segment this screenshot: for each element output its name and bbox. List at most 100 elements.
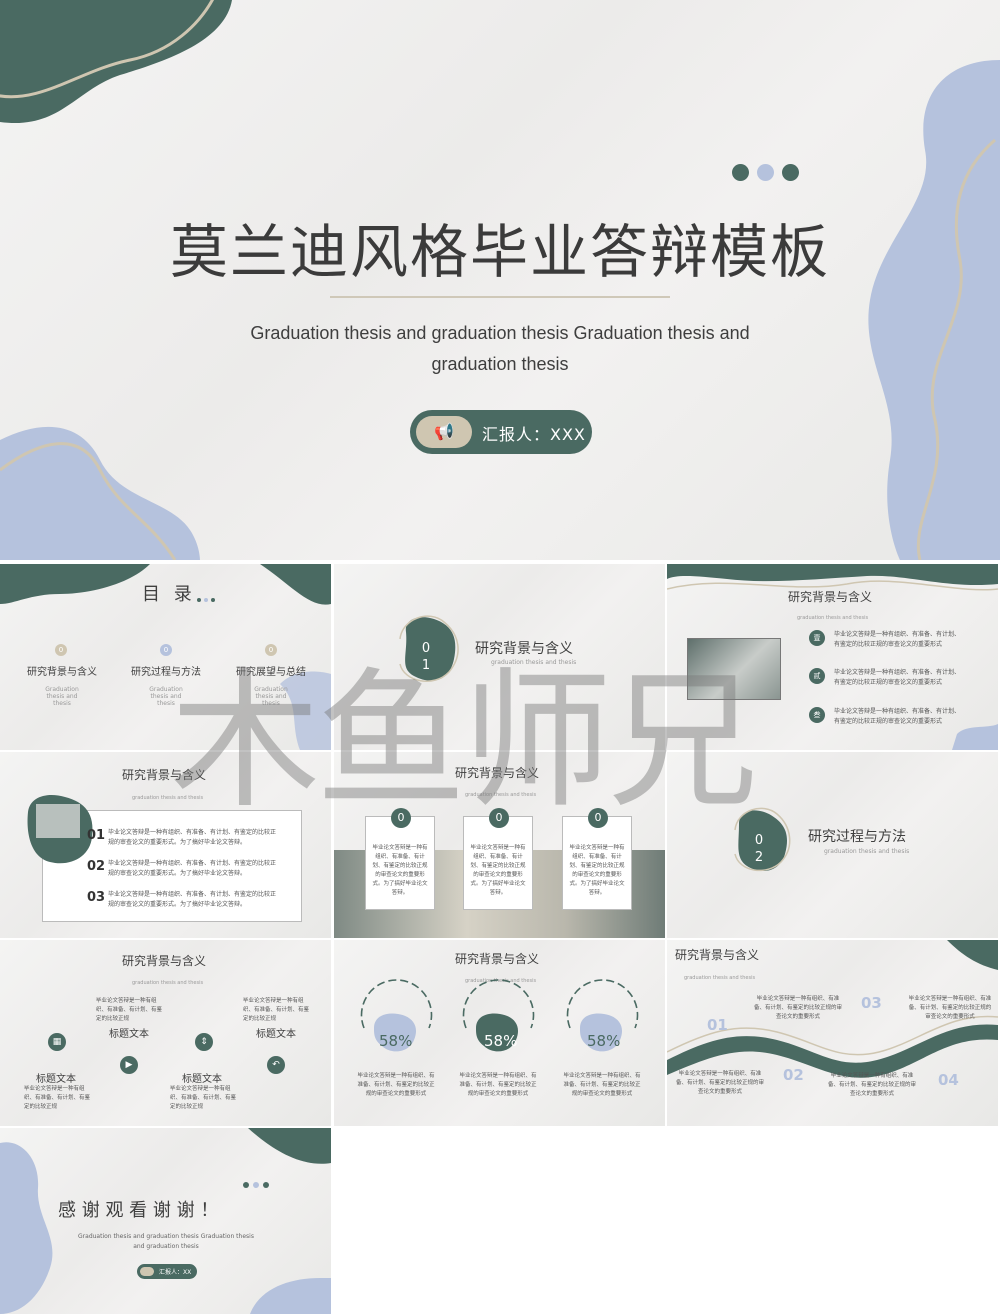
toc-sub-3: Graduation thesis and thesis: [254, 686, 288, 707]
presenter-label: 汇报人：XXX: [482, 425, 586, 444]
cover-title: 莫兰迪风格毕业答辩模板: [169, 218, 830, 286]
percent-3: 58%: [587, 1032, 621, 1050]
timeline-num-3: 03: [861, 994, 882, 1012]
top-text-2: 毕业论文答辩是一种有组织、有准备、有计划、有鉴定的比较正规: [243, 998, 310, 1022]
percent-2: 58%: [484, 1032, 518, 1050]
toc-item-1[interactable]: 研究背景与含义: [27, 667, 97, 678]
updown-icon: ⇕: [195, 1033, 213, 1051]
decor-shapes: [0, 564, 331, 750]
item-text-2: 毕业论文答辩是一种有组织、有准备、有计划、有鉴定的比较正规的审查论文的重要形式: [834, 669, 961, 686]
slide-subtitle: graduation thesis and thesis: [132, 795, 204, 801]
decor-shapes: [667, 564, 998, 750]
slide-background-3[interactable]: 研究背景与含义 graduation thesis and thesis 0 毕…: [334, 752, 665, 938]
slide-background-2[interactable]: 研究背景与含义 graduation thesis and thesis 01 …: [0, 752, 331, 938]
section-subtitle: graduation thesis and thesis: [491, 659, 577, 666]
section-number: 0 1: [421, 641, 431, 673]
grid-icon: ▦: [48, 1033, 66, 1051]
slide-background-1[interactable]: 研究背景与含义 graduation thesis and thesis 壹 毕…: [667, 564, 998, 750]
slide-section-2[interactable]: 0 2 研究过程与方法 graduation thesis and thesis: [667, 752, 998, 938]
photo-placeholder: [687, 638, 781, 700]
wave-timeline: [667, 940, 998, 1078]
cover-slide: 莫兰迪风格毕业答辩模板 Graduation thesis and gradua…: [0, 0, 1000, 560]
slide-subtitle: graduation thesis and thesis: [797, 615, 869, 621]
decor-dots: [197, 598, 215, 602]
top-title-2: 标题文本: [256, 1029, 296, 1040]
toc-num-2: 0: [160, 644, 172, 656]
item-number-1: 01: [87, 828, 106, 843]
bottom-title-2: 标题文本: [182, 1074, 222, 1085]
toc-num-1: 0: [55, 644, 67, 656]
toc-sub-1: Graduation thesis and thesis: [45, 686, 79, 707]
slide-toc[interactable]: 目 录 0 研究背景与含义 Graduation thesis and thes…: [0, 564, 331, 750]
decor-shapes: [0, 1128, 331, 1314]
info-card-3: [562, 816, 632, 910]
percent-text-2: 毕业论文答辩是一种有组织、有准备、有计划、有鉴定的比较正规的审查论文的重要形式: [459, 1073, 537, 1097]
percent-text-3: 毕业论文答辩是一种有组织、有准备、有计划、有鉴定的比较正规的审查论文的重要形式: [563, 1073, 641, 1097]
slide-title: 研究背景与含义: [675, 948, 760, 962]
slide-subtitle: graduation thesis and thesis: [684, 975, 756, 981]
slide-title: 研究背景与含义: [788, 590, 873, 604]
decor-dots: [243, 1182, 269, 1188]
percent-text-1: 毕业论文答辩是一种有组织、有准备、有计划、有鉴定的比较正规的审查论文的重要形式: [357, 1073, 435, 1097]
badge-1: 壹: [809, 630, 825, 646]
badge-3: 叁: [809, 707, 825, 723]
timeline-text-1: 毕业论文答辩是一种有组织、有准备、有计划、有鉴定的比较正规的审查论文的重要形式: [675, 1071, 764, 1095]
card-number-1: 0: [391, 808, 411, 828]
slide-timeline[interactable]: 研究背景与含义 graduation thesis and thesis 01 …: [667, 940, 998, 1126]
presenter-pill: 汇报人：XX: [137, 1264, 197, 1279]
badge-2: 贰: [809, 668, 825, 684]
bottom-title-1: 标题文本: [36, 1074, 76, 1085]
bottom-text-1: 毕业论文答辩是一种有组织、有准备、有计划、有鉴定的比较正规: [24, 1086, 91, 1110]
section-blob: [734, 807, 791, 872]
megaphone-icon: 📢: [416, 416, 472, 448]
toc-num-3: 0: [265, 644, 277, 656]
timeline-num-2: 02: [783, 1066, 804, 1084]
toc-item-3[interactable]: 研究展望与总结: [236, 667, 306, 678]
section-subtitle: graduation thesis and thesis: [824, 848, 910, 855]
toc-sub-2: Graduation thesis and thesis: [149, 686, 183, 707]
thanks-subtitle: Graduation thesis and graduation thesis …: [78, 1233, 254, 1250]
section-title: 研究背景与含义: [475, 641, 573, 657]
undo-icon: ↶: [267, 1056, 285, 1074]
card-text-1: 毕业论文答辩是一种有组织、有准备、有计划、有鉴定的比较正规的审查论文的重要形式。…: [372, 845, 428, 896]
item-text-1: 毕业论文答辩是一种有组织、有准备、有计划、有鉴定的比较正规的审查论文的重要形式: [834, 631, 961, 648]
toc-title: 目 录: [142, 584, 196, 605]
bottom-text-2: 毕业论文答辩是一种有组织、有准备、有计划、有鉴定的比较正规: [170, 1086, 237, 1110]
toc-item-2[interactable]: 研究过程与方法: [131, 667, 201, 678]
item-text-3: 毕业论文答辩是一种有组织、有准备、有计划、有鉴定的比较正规的审查论文的重要形式。…: [108, 891, 277, 908]
item-number-2: 02: [87, 859, 106, 874]
card-text-3: 毕业论文答辩是一种有组织、有准备、有计划、有鉴定的比较正规的审查论文的重要形式。…: [569, 845, 625, 896]
slide-thanks[interactable]: 感 谢 观 看 谢 谢 ！ Graduation thesis and grad…: [0, 1128, 331, 1314]
item-text-2: 毕业论文答辩是一种有组织、有准备、有计划、有鉴定的比较正规的审查论文的重要形式。…: [108, 860, 277, 877]
title-divider: [330, 296, 670, 298]
info-card-2: [463, 816, 533, 910]
slide-subtitle: graduation thesis and thesis: [465, 792, 537, 798]
item-text-1: 毕业论文答辩是一种有组织、有准备、有计划、有鉴定的比较正规的审查论文的重要形式。…: [108, 829, 277, 846]
section-title: 研究过程与方法: [808, 829, 906, 845]
slide-title: 研究背景与含义: [455, 766, 540, 780]
timeline-text-3: 毕业论文答辩是一种有组织、有准备、有计划、有鉴定的比较正规的审查论文的重要形式: [908, 996, 992, 1020]
card-text-2: 毕业论文答辩是一种有组织、有准备、有计划、有鉴定的比较正规的审查论文的重要形式。…: [470, 845, 526, 896]
presenter-label: 汇报人：XX: [159, 1269, 192, 1276]
presenter-pill: 📢 汇报人：XXX: [410, 410, 592, 454]
item-text-3: 毕业论文答辩是一种有组织、有准备、有计划、有鉴定的比较正规的审查论文的重要形式: [834, 708, 961, 725]
slide-process[interactable]: 研究背景与含义 graduation thesis and thesis 毕业论…: [0, 940, 331, 1126]
timeline-num-4: 04: [938, 1071, 959, 1089]
play-icon: ▶: [120, 1056, 138, 1074]
timeline-num-1: 01: [707, 1016, 728, 1034]
timeline-text-2: 毕业论文答辩是一种有组织、有准备、有计划、有鉴定的比较正规的审查论文的重要形式: [753, 996, 842, 1020]
top-text-1: 毕业论文答辩是一种有组织、有准备、有计划、有鉴定的比较正规: [96, 998, 163, 1022]
megaphone-icon: [140, 1267, 154, 1276]
slide-title: 研究背景与含义: [455, 952, 540, 966]
gauge-arcs: [360, 979, 639, 1052]
card-number-2: 0: [489, 808, 509, 828]
slide-section-1[interactable]: 0 1 研究背景与含义 graduation thesis and thesis: [334, 564, 665, 750]
slide-title: 研究背景与含义: [122, 768, 207, 782]
decor-dots: [732, 164, 799, 181]
slide-percentages[interactable]: 研究背景与含义 graduation thesis and thesis 58%…: [334, 940, 665, 1126]
slide-title: 研究背景与含义: [122, 954, 207, 968]
top-title-1: 标题文本: [109, 1029, 149, 1040]
cover-subtitle: Graduation thesis and graduation thesis …: [250, 323, 750, 374]
timeline-text-4: 毕业论文答辩是一种有组织、有准备、有计划、有鉴定的比较正规的审查论文的重要形式: [827, 1073, 916, 1097]
section-blob: [399, 615, 459, 682]
